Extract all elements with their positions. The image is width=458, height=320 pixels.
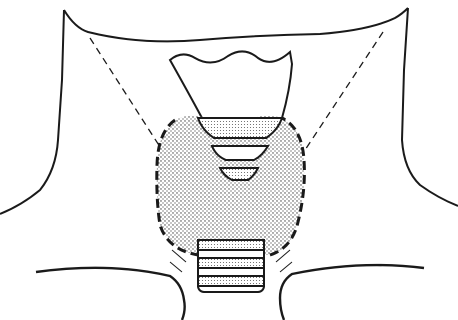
lower-trachea — [198, 240, 264, 292]
thyroid-cartilage — [170, 51, 292, 118]
